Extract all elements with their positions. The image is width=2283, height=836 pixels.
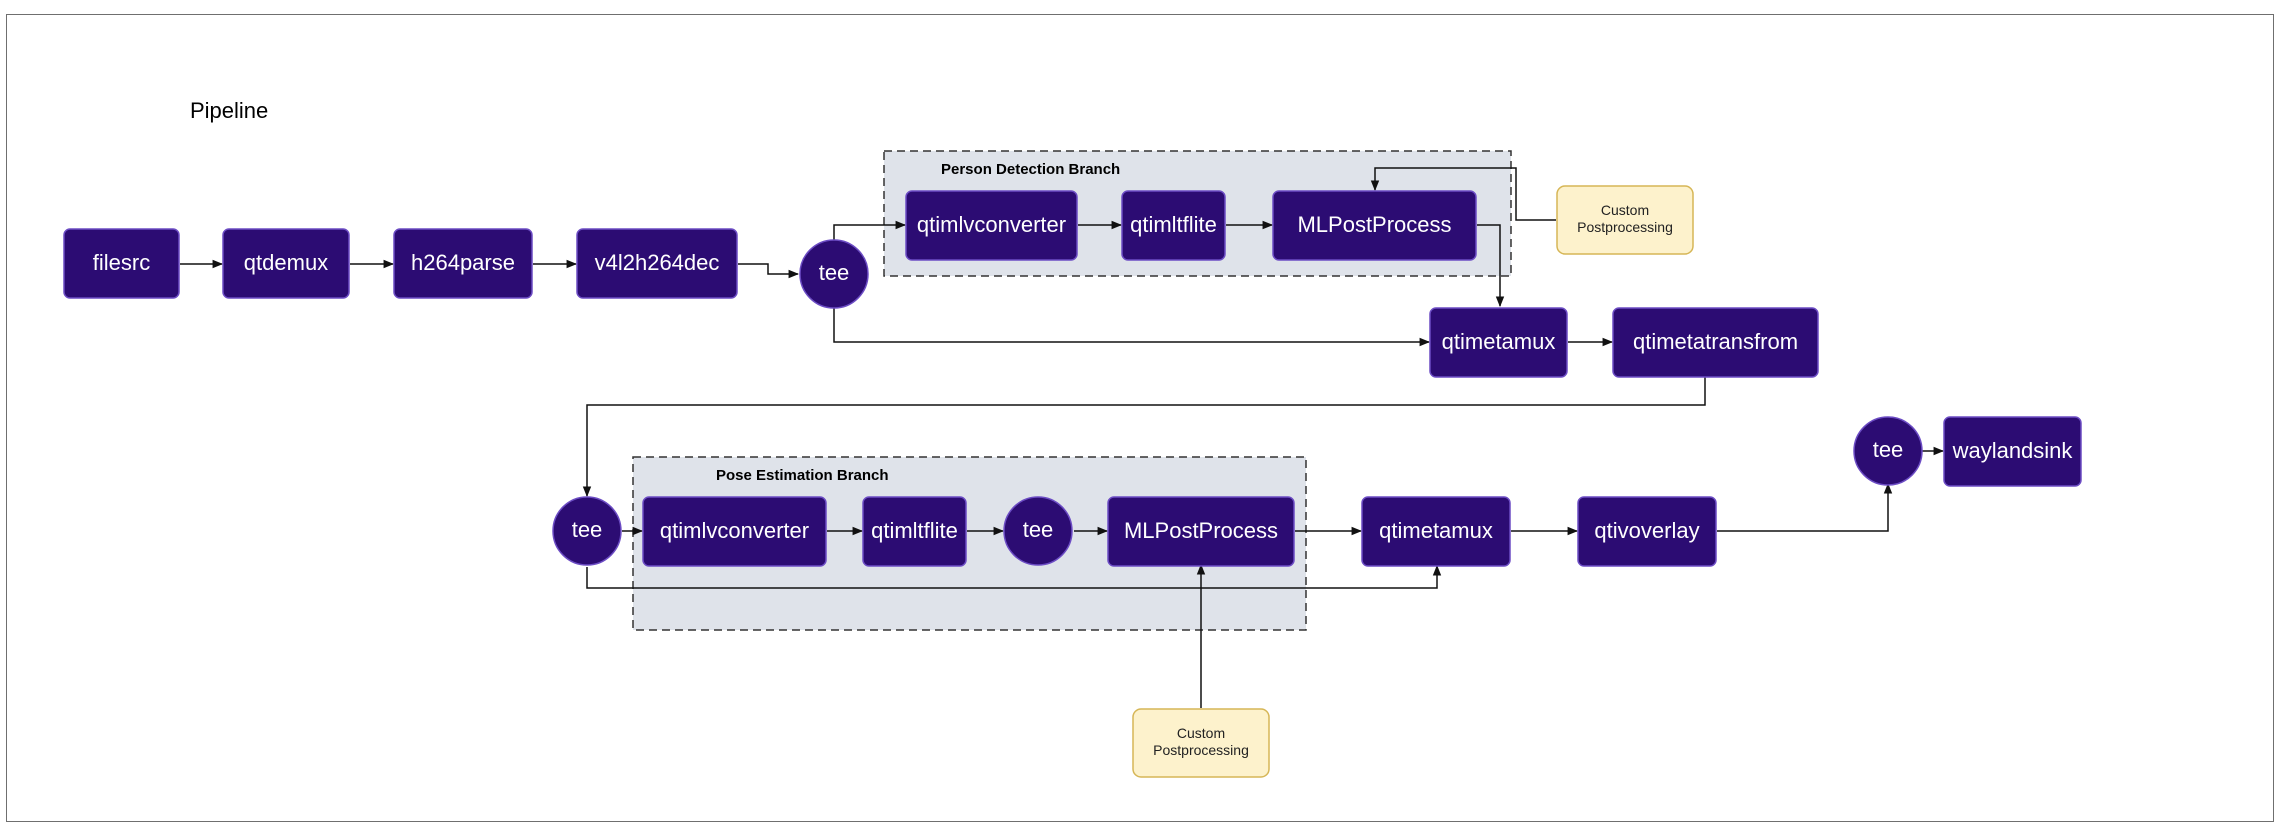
edge-post1-metamux1: [1477, 224, 1505, 308]
node-h264parse-label: h264parse: [411, 250, 515, 275]
diagram-frame: [6, 14, 2274, 822]
node-qtimetamux-2[interactable]: qtimetamux: [1361, 496, 1511, 567]
node-tee-4[interactable]: tee: [1853, 416, 1923, 486]
node-qtdemux-label: qtdemux: [244, 250, 328, 275]
node-qtimltflite-2-label: qtimltflite: [871, 518, 958, 543]
diagram-title: Pipeline: [190, 98, 268, 123]
node-v4l2h264dec[interactable]: v4l2h264dec: [576, 228, 738, 299]
node-qtimlvconverter-1[interactable]: qtimlvconverter: [905, 190, 1078, 261]
node-tee-3[interactable]: tee: [1003, 496, 1073, 566]
edge-tee2-metamux2: [586, 564, 1442, 589]
node-waylandsink-label: waylandsink: [1952, 438, 2074, 463]
node-qtdemux[interactable]: qtdemux: [222, 228, 350, 299]
node-tee-2[interactable]: tee: [552, 496, 622, 566]
node-qtimetamux-1[interactable]: qtimetamux: [1429, 307, 1568, 378]
node-tee-1[interactable]: tee: [799, 239, 869, 309]
node-qtimlvconverter-2[interactable]: qtimlvconverter: [642, 496, 827, 567]
note-custom-postprocessing-1-line2: Postprocessing: [1577, 219, 1673, 235]
note-custom-postprocessing-2-line1: Custom: [1177, 725, 1225, 741]
node-mlpostprocess-2[interactable]: MLPostProcess: [1107, 496, 1295, 567]
node-tee-2-label: tee: [572, 517, 603, 542]
node-mlpostprocess-1-label: MLPostProcess: [1297, 212, 1451, 237]
node-mlpostprocess-1[interactable]: MLPostProcess: [1272, 190, 1477, 261]
edges: [180, 167, 1945, 708]
node-h264parse[interactable]: h264parse: [393, 228, 533, 299]
pose-estimation-branch-label: Pose Estimation Branch: [716, 467, 889, 484]
node-qtimltflite-1-label: qtimltflite: [1130, 212, 1217, 237]
edge-tee-metamux1: [833, 306, 1431, 347]
node-filesrc-label: filesrc: [93, 250, 150, 275]
node-waylandsink[interactable]: waylandsink: [1943, 416, 2082, 487]
node-v4l2h264dec-label: v4l2h264dec: [595, 250, 720, 275]
node-tee-1-label: tee: [819, 260, 850, 285]
person-detection-branch-label: Person Detection Branch: [941, 161, 1120, 178]
node-qtivoverlay-label: qtivoverlay: [1594, 518, 1699, 543]
note-custom-postprocessing-1: Custom Postprocessing: [1556, 185, 1694, 255]
node-mlpostprocess-2-label: MLPostProcess: [1124, 518, 1278, 543]
node-qtimltflite-1[interactable]: qtimltflite: [1121, 190, 1226, 261]
edge-v4l2h264dec-tee: [738, 263, 800, 279]
node-qtimetatransfrom[interactable]: qtimetatransfrom: [1612, 307, 1819, 378]
node-qtivoverlay[interactable]: qtivoverlay: [1577, 496, 1717, 567]
node-qtimetamux-1-label: qtimetamux: [1442, 329, 1556, 354]
note-custom-postprocessing-1-line1: Custom: [1601, 202, 1649, 218]
note-custom-postprocessing-2: Custom Postprocessing: [1132, 708, 1270, 778]
node-tee-3-label: tee: [1023, 517, 1054, 542]
node-qtimltflite-2[interactable]: qtimltflite: [862, 496, 967, 567]
edge-custom1-post1: [1370, 167, 1556, 221]
node-qtimetamux-2-label: qtimetamux: [1379, 518, 1493, 543]
node-qtimlvconverter-2-label: qtimlvconverter: [660, 518, 809, 543]
node-tee-4-label: tee: [1873, 437, 1904, 462]
note-custom-postprocessing-2-line2: Postprocessing: [1153, 742, 1249, 758]
edge-overlay-tee4: [1717, 482, 1893, 532]
edge-transform-tee2: [582, 377, 1706, 498]
node-qtimlvconverter-1-label: qtimlvconverter: [917, 212, 1066, 237]
node-qtimetatransfrom-label: qtimetatransfrom: [1633, 329, 1798, 354]
node-filesrc[interactable]: filesrc: [63, 228, 180, 299]
